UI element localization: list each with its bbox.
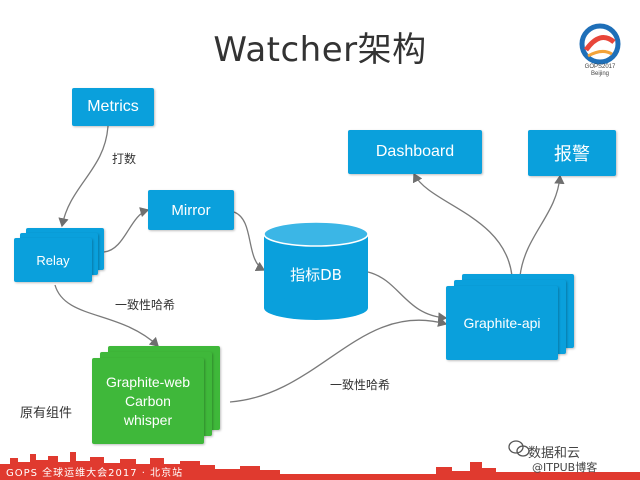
graphite-api-node: Graphite-api (446, 286, 558, 360)
skyline-banner (0, 452, 640, 480)
graphite-web-label: Graphite-web (105, 373, 191, 390)
arrow-mirror-db (233, 211, 266, 271)
relay-node: Relay (14, 238, 92, 282)
logo-caption: GOPS2017 Beijing (568, 64, 632, 78)
arrow-api-alarm (519, 174, 565, 277)
arrow-relay-mirror (103, 207, 150, 253)
relay-label: Relay (36, 252, 70, 268)
whisper-label: whisper (123, 411, 173, 428)
footer-text: GOPS 全球运维大会2017 · 北京站 (6, 468, 184, 479)
alarm-label: 报警 (554, 144, 590, 164)
logo-line-2: Beijing (590, 71, 609, 77)
arrow-legacy-api (229, 316, 448, 403)
watermark-main: 数据和云 (528, 446, 581, 461)
graphite-api-label: Graphite-api (463, 315, 541, 331)
wechat-icon (508, 440, 530, 457)
arrow-db-api (367, 271, 448, 323)
arrow-metrics-relay (58, 125, 109, 228)
edge-label-dadian: 打数 (112, 152, 137, 166)
slide-title: Watcher架构 (213, 30, 427, 70)
metrics-node: Metrics (72, 88, 154, 126)
gops-logo-icon (579, 23, 621, 65)
graphite-web-node: Graphite-web Carbon whisper (92, 358, 204, 444)
metrics-label: Metrics (87, 98, 139, 115)
watermark-sub: @ITPUB博客 (532, 461, 598, 474)
logo-line-1: GOPS2017 (584, 64, 616, 70)
dashboard-label: Dashboard (375, 143, 455, 160)
db-label: 指标DB (290, 266, 342, 284)
dashboard-node: Dashboard (348, 130, 482, 174)
arrow-relay-graphite-web (54, 284, 159, 347)
legacy-components-label: 原有组件 (20, 406, 73, 421)
mirror-node: Mirror (148, 190, 234, 230)
edge-label-hash-1: 一致性哈希 (115, 298, 176, 312)
alarm-node: 报警 (528, 130, 616, 176)
edge-label-hash-2: 一致性哈希 (330, 378, 391, 392)
arrow-api-dashboard (412, 172, 513, 277)
carbon-label: Carbon (125, 392, 171, 409)
db-cylinder-icon (264, 222, 368, 320)
mirror-label: Mirror (171, 201, 211, 219)
